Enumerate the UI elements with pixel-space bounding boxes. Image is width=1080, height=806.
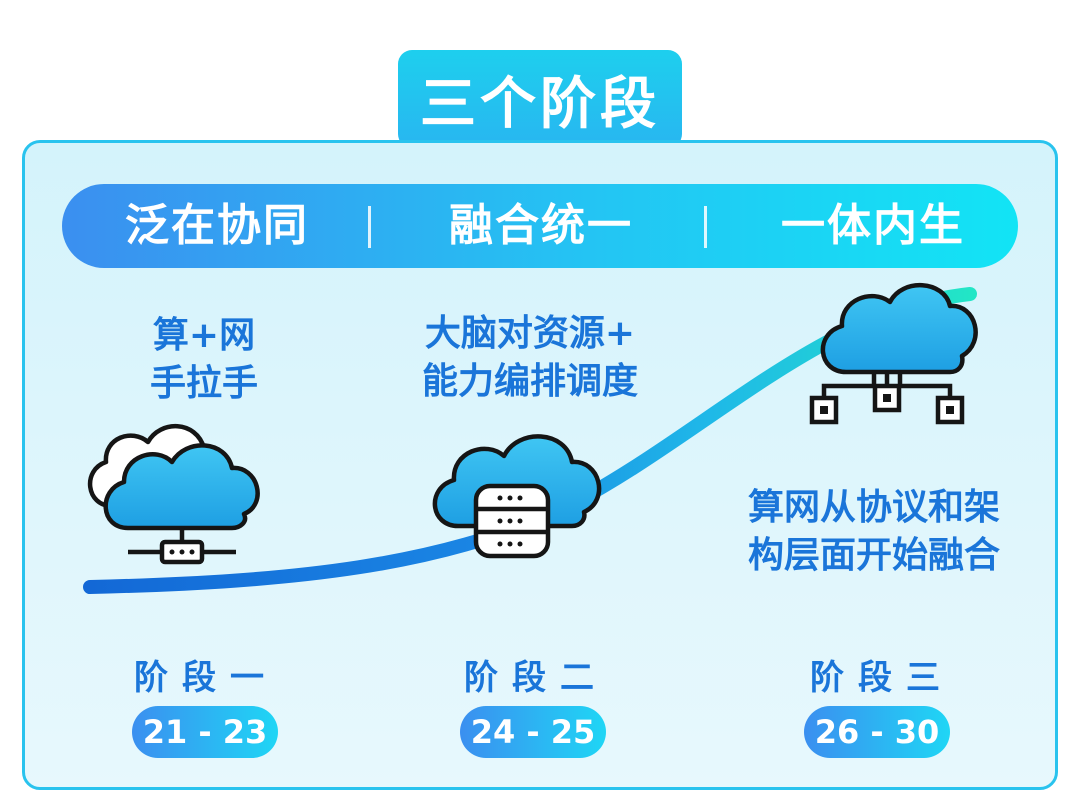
stage-name-bar: 泛在协同 融合统一 一体内生 [62,184,1018,268]
cloud-network-icon [88,424,260,565]
stage-3-years: 26 - 30 [804,706,950,758]
stage-3-name: 一体内生 [781,200,965,251]
stage-1-years: 21 - 23 [132,706,278,758]
page-title: 三个阶段 [420,71,660,137]
stage-1-name: 泛在协同 [125,200,309,251]
stage-2-desc-line: 大脑对资源+ [424,313,636,354]
separator [704,206,707,248]
stage-2-desc-line: 能力编排调度 [421,361,638,402]
stage-2-description: 大脑对资源+ 能力编排调度 [390,310,670,406]
cloud-nodes-icon [809,283,978,425]
stage-1-description: 算+网 手拉手 [104,312,304,408]
stage-1-label: 阶段一 [134,658,278,698]
separator [368,206,371,248]
stage-3-desc-line: 构层面开始融合 [747,535,1000,576]
stage-3-description: 算网从协议和架 构层面开始融合 [724,484,1024,580]
stage-1-desc-line: 算+网 [152,315,256,356]
stage-3-label: 阶段三 [810,658,954,698]
stage-2-label: 阶段二 [464,658,608,698]
stage-1-desc-line: 手拉手 [149,363,258,404]
stage-2-name: 融合统一 [449,200,633,251]
title-tab: 三个阶段 [398,50,682,148]
cloud-database-icon [432,434,602,559]
stage-2-years: 24 - 25 [460,706,606,758]
stage-3-desc-line: 算网从协议和架 [747,487,1000,528]
